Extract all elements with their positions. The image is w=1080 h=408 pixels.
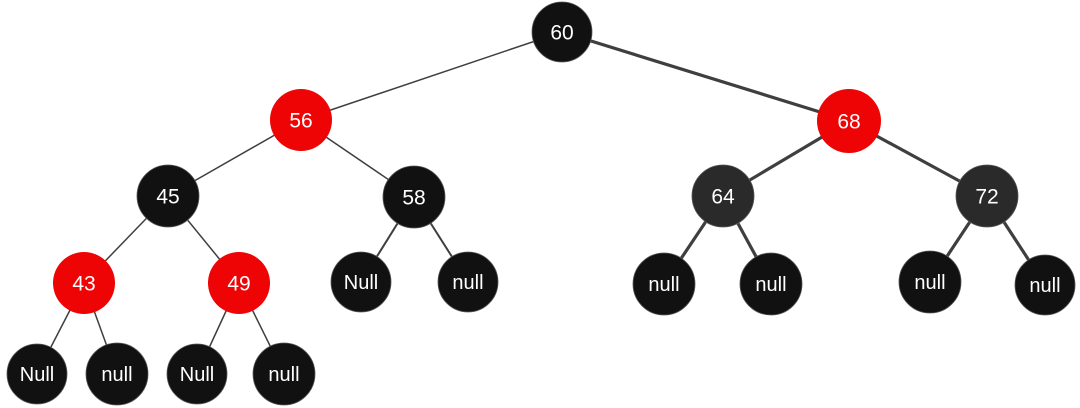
tree-node-label: Null <box>344 272 378 294</box>
tree-node-58: 58 <box>382 165 446 229</box>
tree-node-circle <box>955 164 1019 228</box>
tree-node-circle <box>817 89 881 153</box>
tree-node-label: 45 <box>156 186 179 209</box>
tree-node-null-72-left: null <box>898 250 962 314</box>
tree-node-circle <box>208 252 270 314</box>
tree-node-label: 60 <box>550 22 573 45</box>
tree-node-circle <box>531 1 593 63</box>
tree-node-64: 64 <box>691 164 755 228</box>
tree-node-null-64-left: null <box>632 252 696 316</box>
tree-node-null-49-left: Null <box>166 343 228 405</box>
tree-node-circle <box>691 164 755 228</box>
tree-node-null-43-right: null <box>85 342 149 406</box>
tree-node-null-64-right: null <box>739 252 803 316</box>
tree-node-circle <box>898 250 962 314</box>
tree-node-circle <box>53 252 115 314</box>
tree-node-label: 72 <box>975 186 998 209</box>
tree-node-label: null <box>101 364 132 386</box>
tree-node-45: 45 <box>136 164 200 228</box>
tree-edge-60-68 <box>561 30 850 123</box>
tree-node-circle <box>437 251 499 313</box>
tree-node-72: 72 <box>955 164 1019 228</box>
tree-node-label: 64 <box>711 186 735 209</box>
tree-node-circle <box>1014 254 1076 316</box>
tree-node-circle <box>330 251 392 313</box>
tree-node-circle <box>85 342 149 406</box>
tree-node-label: 56 <box>289 110 312 133</box>
tree-node-68: 68 <box>817 89 881 153</box>
tree-node-circle <box>632 252 696 316</box>
tree-node-label: Null <box>180 364 214 386</box>
tree-node-49: 49 <box>208 252 270 314</box>
tree-node-circle <box>270 89 332 151</box>
tree-node-null-49-right: null <box>252 342 316 406</box>
tree-node-circle <box>166 343 228 405</box>
tree-node-null-43-left: Null <box>6 343 68 405</box>
tree-node-label: null <box>755 274 786 296</box>
tree-node-60: 60 <box>531 1 593 63</box>
tree-node-null-58-right: null <box>437 251 499 313</box>
tree-node-circle <box>252 342 316 406</box>
tree-node-label: null <box>648 274 679 296</box>
tree-node-circle <box>382 165 446 229</box>
tree-node-circle <box>739 252 803 316</box>
tree-node-null-58-left: Null <box>330 251 392 313</box>
tree-node-label: null <box>452 272 483 294</box>
tree-node-label: Null <box>20 364 54 386</box>
tree-node-null-72-right: null <box>1014 254 1076 316</box>
tree-node-label: 58 <box>402 187 425 210</box>
tree-edge-60-56 <box>300 31 563 121</box>
tree-node-label: null <box>268 364 299 386</box>
tree-node-circle <box>136 164 200 228</box>
tree-node-label: null <box>914 272 945 294</box>
tree-node-label: 49 <box>227 273 250 296</box>
tree-node-43: 43 <box>53 252 115 314</box>
tree-node-label: 43 <box>72 273 95 296</box>
tree-node-56: 56 <box>270 89 332 151</box>
tree-node-circle <box>6 343 68 405</box>
tree-node-label: 68 <box>837 111 860 134</box>
tree-node-label: null <box>1029 275 1060 297</box>
